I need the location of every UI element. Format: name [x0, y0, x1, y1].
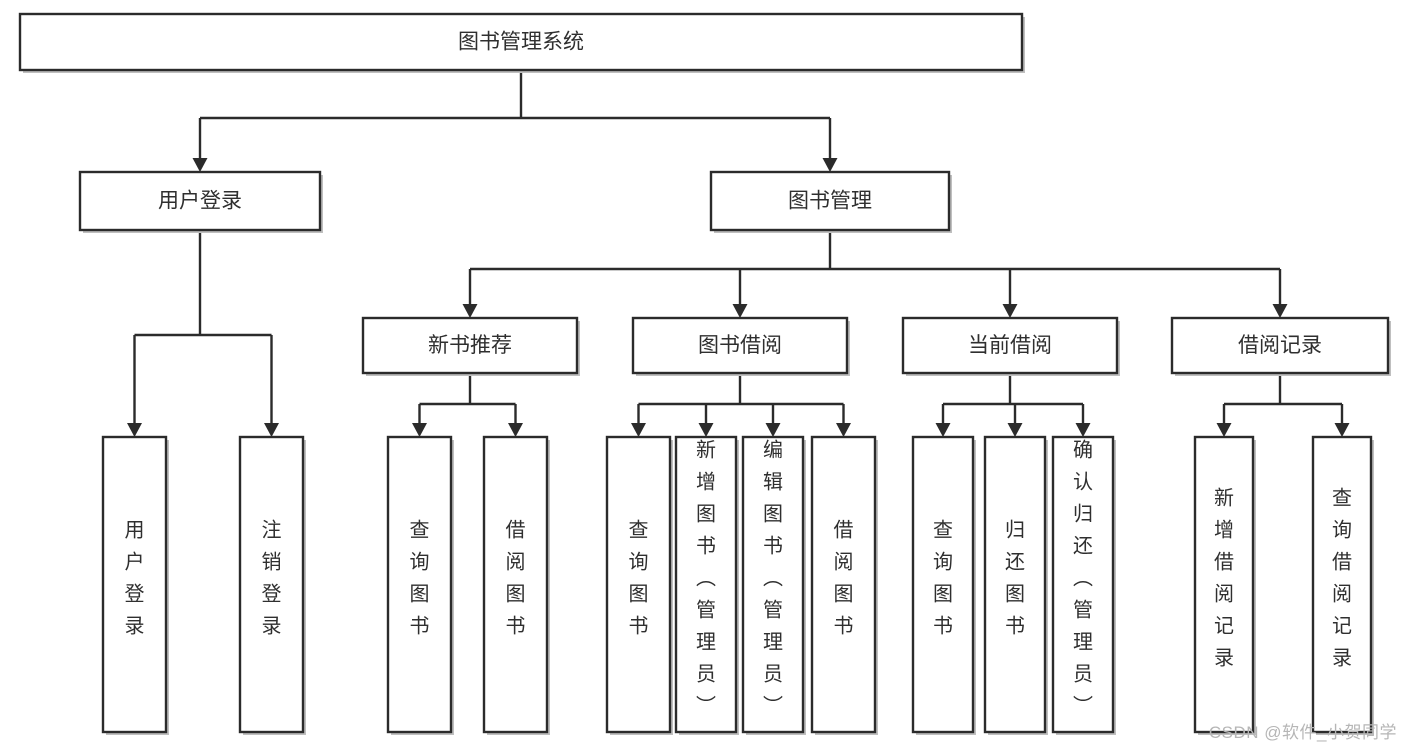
node-leaf-user-login[interactable]: 用户登录	[101, 435, 169, 735]
node-leaf-add-book[interactable]: 新增图书︵管理员︶	[674, 435, 739, 735]
node-box	[1193, 435, 1255, 734]
node-box	[482, 435, 549, 734]
node-leaf-query-book-2[interactable]: 查询图书	[605, 435, 673, 735]
node-label: 图书管理系统	[458, 31, 584, 54]
node-root[interactable]: 图书管理系统	[18, 12, 1025, 73]
arrow-head-icon	[1216, 423, 1232, 437]
arrow-head-icon	[412, 423, 427, 437]
arrow-head-icon	[836, 423, 851, 437]
node-label: 借阅图书	[834, 519, 854, 638]
arrow-head-icon	[1007, 423, 1023, 437]
node-leaf-query-record[interactable]: 查询借阅记录	[1311, 435, 1374, 735]
node-box	[361, 316, 579, 375]
node-label: 注销登录	[262, 519, 282, 638]
arrow-head-icon	[1334, 423, 1350, 437]
node-book-manage[interactable]: 图书管理	[709, 170, 952, 233]
node-label: 图书管理	[788, 190, 872, 213]
node-box	[631, 316, 849, 375]
node-label: 归还图书	[1005, 519, 1025, 638]
node-label: 用户登录	[125, 520, 145, 638]
node-new-book-rec[interactable]: 新书推荐	[361, 316, 580, 376]
node-label: 图书借阅	[698, 334, 782, 357]
watermark-label: CSDN @软件_小贺同学	[1208, 723, 1397, 742]
arrow-head-icon	[935, 423, 951, 437]
node-label: 查询图书	[410, 519, 430, 638]
node-box	[386, 435, 453, 734]
node-leaf-query-book-3[interactable]: 查询图书	[911, 435, 976, 735]
node-box	[810, 435, 877, 734]
node-box	[101, 435, 168, 734]
node-box	[741, 435, 805, 734]
node-box	[605, 435, 672, 734]
connector-layer	[127, 70, 1350, 437]
arrow-head-icon	[698, 423, 714, 437]
arrow-head-icon	[127, 423, 142, 437]
node-box	[709, 170, 951, 232]
node-label: 查询借阅记录	[1332, 487, 1352, 670]
node-label: 用户登录	[158, 190, 242, 213]
arrow-head-icon	[508, 423, 523, 437]
node-user-login[interactable]: 用户登录	[78, 170, 323, 233]
node-leaf-confirm-return[interactable]: 确认归还︵管理员︶	[1051, 435, 1116, 735]
node-label: 新书推荐	[428, 334, 512, 357]
arrow-head-icon	[732, 304, 748, 318]
node-label: 借阅记录	[1238, 334, 1322, 357]
node-label: 查询图书	[933, 519, 953, 638]
arrow-head-icon	[264, 423, 279, 437]
node-box	[911, 435, 975, 734]
node-layer: 图书管理系统用户登录图书管理新书推荐图书借阅当前借阅借阅记录用户登录注销登录查询…	[18, 12, 1391, 735]
node-box	[1051, 435, 1115, 734]
node-label: 新增图书︵管理员︶	[696, 439, 716, 718]
node-leaf-add-record[interactable]: 新增借阅记录	[1193, 435, 1256, 735]
node-leaf-borrow-book-2[interactable]: 借阅图书	[810, 435, 878, 735]
node-box	[238, 435, 305, 734]
node-leaf-query-book-1[interactable]: 查询图书	[386, 435, 454, 735]
arrow-head-icon	[1002, 304, 1018, 318]
node-leaf-borrow-book-1[interactable]: 借阅图书	[482, 435, 550, 735]
node-leaf-edit-book[interactable]: 编辑图书︵管理员︶	[741, 435, 806, 735]
arrow-head-icon	[462, 304, 478, 318]
node-label: 查询图书	[629, 519, 649, 638]
arrow-head-icon	[631, 423, 646, 437]
node-label: 当前借阅	[968, 334, 1052, 357]
arrow-head-icon	[192, 158, 208, 172]
node-box	[78, 170, 322, 232]
arrow-head-icon	[1272, 304, 1288, 318]
node-box	[1170, 316, 1390, 375]
node-box	[18, 12, 1024, 72]
node-label: 编辑图书︵管理员︶	[763, 439, 783, 718]
node-box	[901, 316, 1119, 375]
arrow-head-icon	[765, 423, 781, 437]
node-current-borrow[interactable]: 当前借阅	[901, 316, 1120, 376]
node-box	[1311, 435, 1373, 734]
node-label: 借阅图书	[506, 519, 526, 638]
node-label: 确认归还︵管理员︶	[1073, 439, 1093, 718]
node-borrow-record[interactable]: 借阅记录	[1170, 316, 1391, 376]
arrow-head-icon	[1075, 423, 1091, 437]
node-box	[983, 435, 1047, 734]
node-book-borrow[interactable]: 图书借阅	[631, 316, 850, 376]
node-leaf-logout[interactable]: 注销登录	[238, 435, 306, 735]
node-label: 新增借阅记录	[1214, 487, 1234, 670]
arrow-head-icon	[822, 158, 838, 172]
node-box	[674, 435, 738, 734]
node-leaf-return-book[interactable]: 归还图书	[983, 435, 1048, 735]
